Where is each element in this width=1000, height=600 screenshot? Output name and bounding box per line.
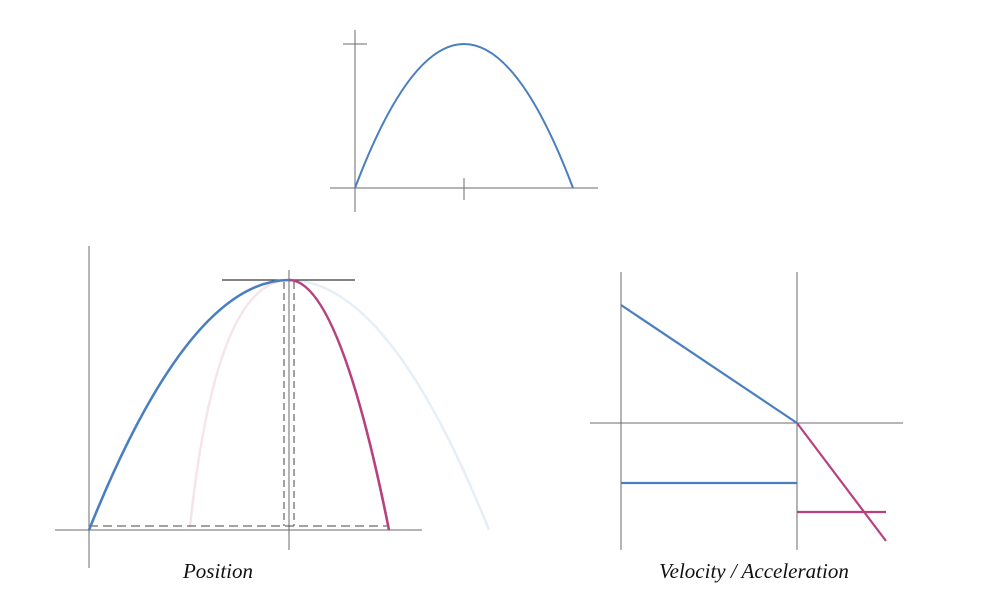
- blue-velocity-line: [620, 304, 798, 424]
- blue-position-curve: [87, 278, 290, 531]
- magenta-velocity-line: [796, 422, 887, 542]
- position-caption: Position: [182, 559, 253, 583]
- velocity-acceleration-graph: Velocity / Acceleration: [590, 272, 903, 583]
- magenta-position-curve: [288, 278, 391, 531]
- top-position-graph: [330, 30, 598, 212]
- faint-blue-curve: [288, 278, 491, 531]
- faint-pink-curve: [188, 278, 290, 528]
- velocity-acceleration-caption: Velocity / Acceleration: [659, 559, 849, 583]
- top-parabola-curve: [354, 43, 574, 189]
- position-graph: Position: [55, 246, 491, 583]
